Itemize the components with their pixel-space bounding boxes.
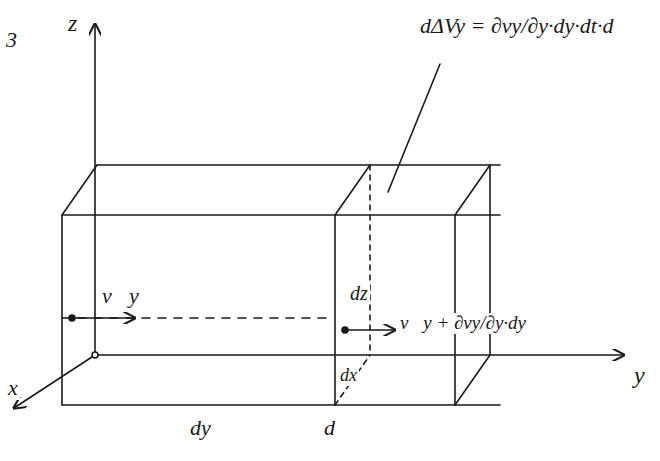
origin	[92, 352, 98, 358]
velocity-arrow	[72, 317, 135, 319]
axis-label: z	[66, 10, 79, 36]
box-edges	[62, 165, 500, 405]
dimension-label: d	[322, 416, 337, 440]
formula: dΔVy = ∂vy/∂y·dy·dt·d	[418, 14, 615, 38]
axis-label: y	[632, 362, 647, 388]
dimension-label: dx	[338, 366, 359, 386]
z-axis	[94, 24, 96, 355]
vector-label: v⃗y	[100, 284, 141, 308]
dimension-label: dy	[188, 416, 213, 440]
y-axis	[95, 354, 624, 356]
axis-label: x	[6, 376, 20, 400]
dimension-label: dz	[348, 282, 370, 304]
x-axis	[14, 355, 95, 408]
velocity-arrow	[345, 329, 395, 331]
vector-label: v⃗y + ∂vy/∂y·dy	[398, 313, 528, 334]
margin-number: 3	[4, 28, 19, 52]
leader-line	[388, 64, 440, 192]
